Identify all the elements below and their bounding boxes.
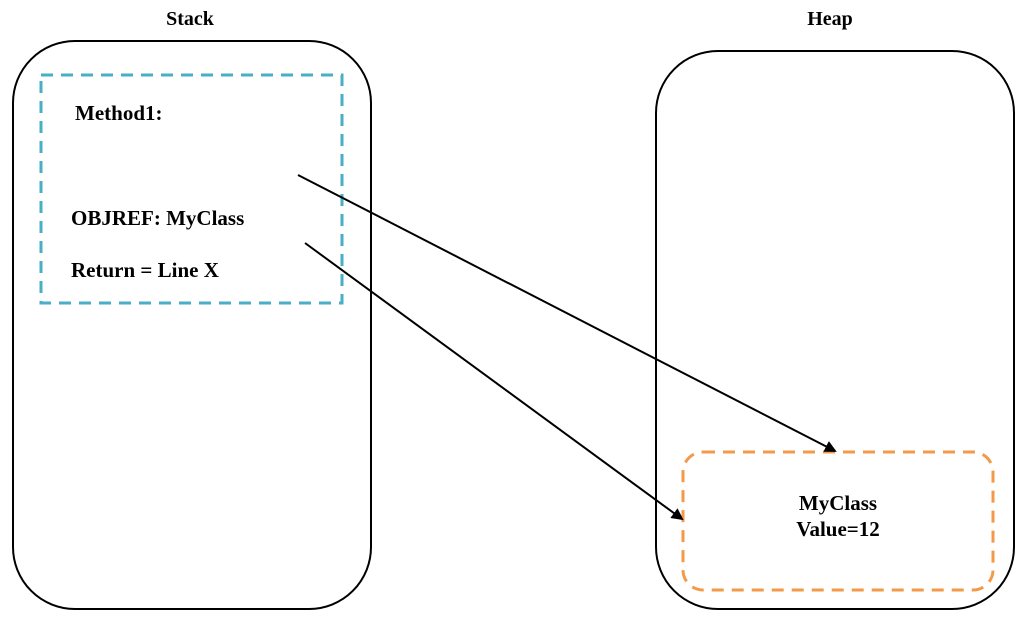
heap-title: Heap — [807, 8, 853, 30]
heap-object-myclass — [681, 450, 995, 592]
stack-title: Stack — [166, 8, 215, 30]
heap-container — [655, 50, 1015, 610]
stack-container — [12, 40, 372, 610]
reference-arrow-1 — [297, 174, 837, 452]
reference-arrow-2 — [304, 242, 684, 521]
method-label: Method1: — [75, 101, 163, 125]
stack-frame-method1 — [39, 73, 344, 305]
objref-label: OBJREF: MyClass — [71, 206, 244, 230]
return-label: Return = Line X — [71, 258, 219, 282]
object-class-label: MyClass — [799, 491, 877, 515]
object-value-label: Value=12 — [796, 517, 880, 541]
